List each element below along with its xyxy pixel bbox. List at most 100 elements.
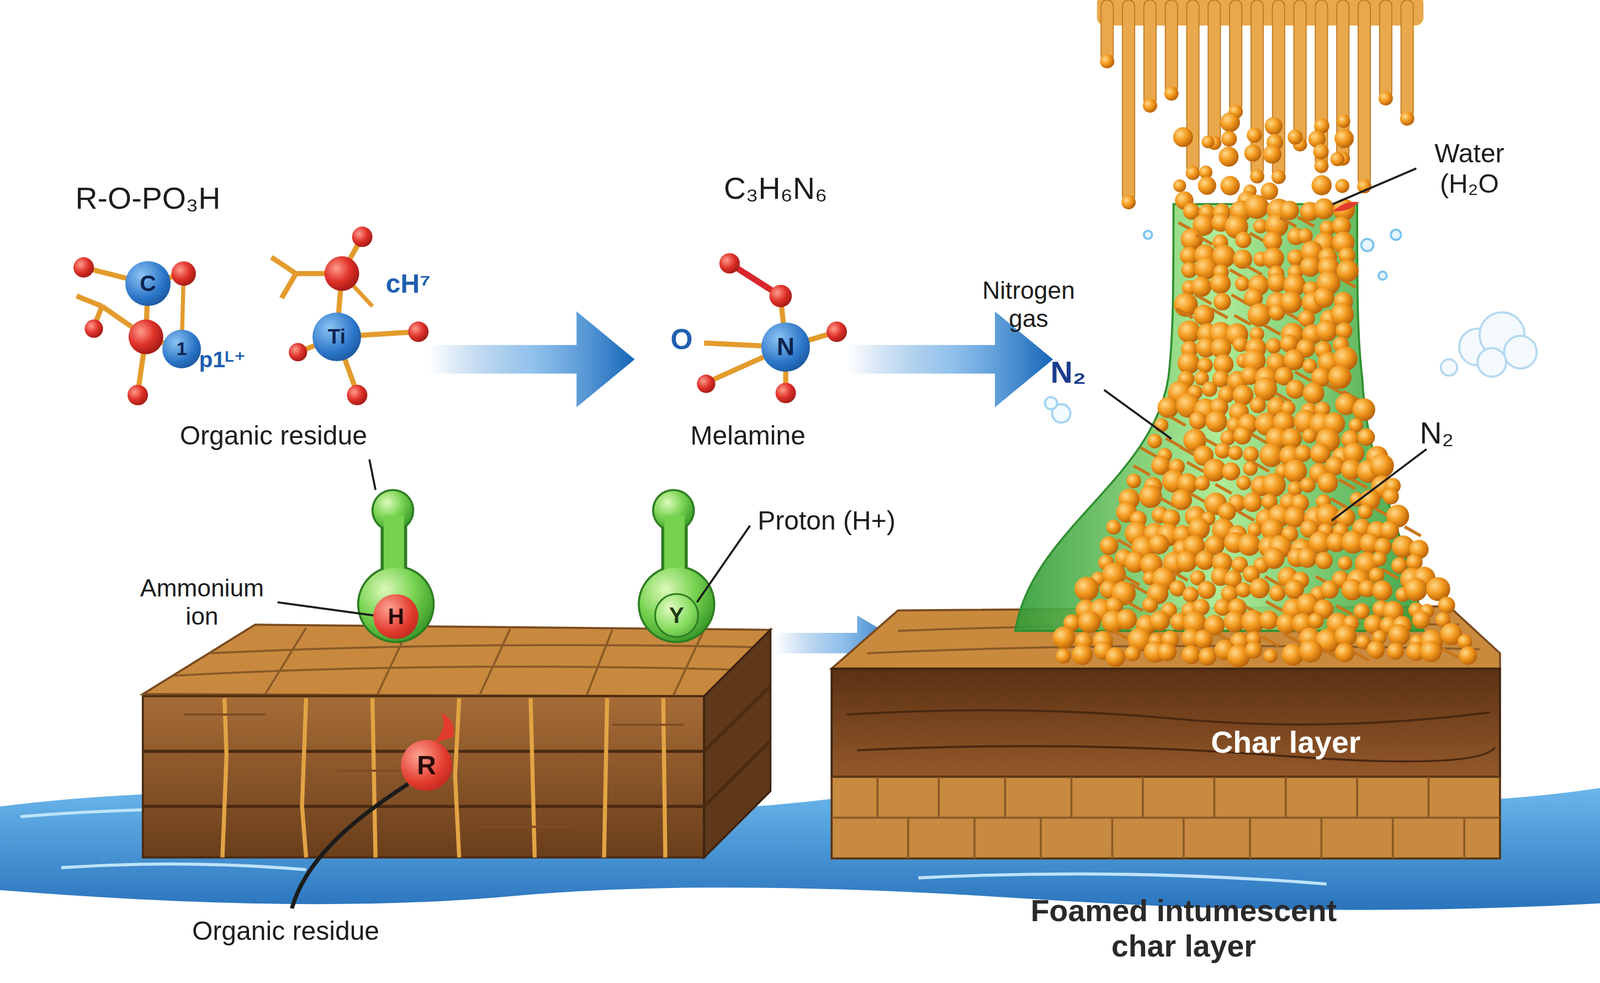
oxygen-atom: [696, 374, 715, 393]
char-layer-block: [831, 776, 1501, 859]
steam-bubble: [1390, 229, 1401, 240]
foam-bead: [1181, 645, 1201, 665]
foam-bead: [1149, 610, 1170, 632]
green-capsule: [639, 567, 714, 641]
foam-bead: [1357, 504, 1373, 519]
foam-bead: [1313, 287, 1335, 309]
char-fibre: [1140, 447, 1158, 458]
oxygen-atom: [346, 384, 368, 406]
ion-label: Ammonium ion: [130, 573, 274, 630]
molten-drip: [1164, 86, 1179, 101]
oxygen-atom: [408, 321, 429, 342]
char-fibre: [1215, 484, 1232, 494]
foam-bead: [1294, 444, 1312, 462]
foam-bead: [1336, 114, 1350, 128]
foam-bead: [1157, 396, 1179, 418]
wood-substrate-block: [222, 697, 666, 857]
molecule-bond: [76, 236, 837, 394]
foam-bead: [1182, 586, 1199, 603]
foam-bead: [1404, 577, 1428, 602]
char-fibre: [1133, 465, 1151, 475]
formula-label: R-O-PO₃H: [75, 181, 221, 217]
leader-line: [1332, 168, 1417, 205]
foam-bead: [1420, 640, 1442, 662]
oxygen-atom: [719, 252, 740, 274]
oxygen-atom: [128, 319, 164, 355]
foam-bead: [1138, 484, 1163, 508]
atom-symbol: 1: [176, 338, 188, 360]
foam-bead: [1236, 475, 1252, 491]
foam-bead: [1412, 610, 1431, 629]
atom-circle: Ti: [312, 312, 362, 362]
foam-bead: [1188, 411, 1207, 430]
foam-bead: [1313, 144, 1329, 160]
green-capsule: [359, 567, 433, 641]
atom-symbol: N: [776, 333, 795, 361]
foam-bead: [1313, 198, 1335, 220]
molten-drip: [1122, 0, 1135, 203]
molten-drip: [1400, 111, 1415, 126]
foam-bead: [1263, 547, 1285, 570]
gas-flask: [1015, 204, 1424, 632]
foam-bead: [1315, 319, 1338, 342]
foam-bead: [1052, 0, 1478, 668]
char-fibre: [1166, 438, 1183, 448]
atom-label: p1ᴸ⁺: [199, 346, 247, 373]
char-fibre: [1326, 384, 1344, 395]
foam-bead: [1173, 126, 1194, 147]
component-label: Melamine: [690, 420, 806, 452]
foam-bead: [1232, 384, 1254, 406]
foam-bead: [1220, 176, 1240, 196]
proton-label: Proton (H+): [757, 505, 896, 536]
foam-bead: [1307, 612, 1324, 629]
foam-bead: [1335, 322, 1353, 339]
foam-bead: [1106, 519, 1122, 535]
foam-bead: [1387, 623, 1410, 646]
foam-bead: [1074, 576, 1099, 601]
green-capsule: [637, 565, 715, 643]
foam-bead: [1330, 152, 1345, 167]
water-label: Water (H₂O: [1413, 138, 1526, 200]
char-layer-block: [831, 668, 1501, 777]
char-fibre: [1250, 433, 1268, 444]
foam-bead: [1382, 488, 1400, 505]
molten-drip: [1249, 168, 1265, 184]
foam-bead: [1300, 256, 1321, 277]
foam-bead: [1210, 273, 1232, 295]
foam-bead: [1220, 112, 1241, 132]
char-fibre: [1130, 584, 1148, 594]
foam-bead: [1320, 580, 1339, 599]
foam-bead: [1352, 398, 1376, 421]
green-capsule: [383, 515, 405, 577]
foam-bead: [1287, 129, 1303, 145]
molten-drip: [1099, 54, 1115, 69]
char-fibre: [1352, 651, 1370, 661]
foam-bead: [1262, 144, 1282, 164]
oxygen-atom: [127, 384, 148, 406]
foam-bead: [1217, 502, 1236, 521]
char-fibre: [1442, 648, 1459, 659]
foam-bead: [1218, 146, 1239, 167]
foam-bead: [1205, 410, 1228, 433]
char-fibre: [1265, 601, 1283, 611]
atom-circle: C: [125, 261, 171, 306]
green-capsule: [357, 565, 435, 643]
foam-bead: [1367, 640, 1386, 659]
proton-circle: Y: [654, 592, 699, 638]
char-fibre: [1113, 630, 1131, 640]
component-label: Organic residue: [192, 915, 380, 946]
char-layer-block: [846, 710, 1496, 762]
foam-bead: [1175, 550, 1197, 572]
foam-bead: [1099, 536, 1119, 555]
foam-bead: [1269, 584, 1286, 601]
atom-circle: 1: [162, 329, 201, 369]
oxygen-atom: [826, 321, 847, 342]
char-fibre: [1195, 294, 1212, 304]
foam-bead: [1233, 426, 1252, 445]
steam-bubble: [1045, 396, 1058, 410]
steam-bubble: [1440, 359, 1458, 376]
leader-line: [277, 168, 1427, 909]
molecule-bond: [76, 295, 103, 306]
foam-bead: [1263, 648, 1278, 664]
